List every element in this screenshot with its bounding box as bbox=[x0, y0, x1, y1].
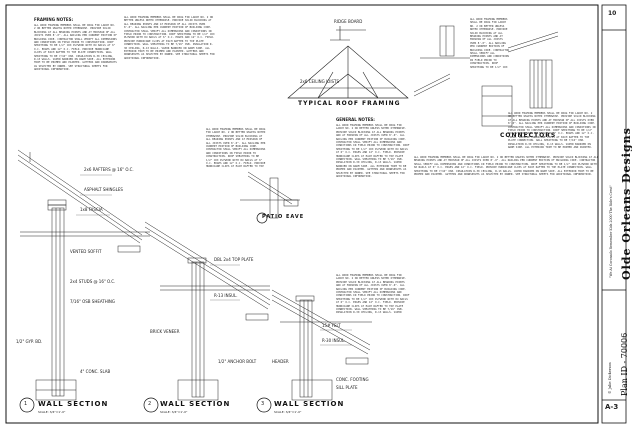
drawn-by: © Julie Dickerson bbox=[608, 362, 612, 394]
sheet-border bbox=[5, 4, 599, 424]
section-2-scale: SCALE: 3/4"=1'-0" bbox=[160, 410, 188, 414]
eave-notes: ALL WOOD FRAMING MEMBERS SHALL BE DOUG F… bbox=[470, 18, 510, 68]
callout-sheath: 7/16" OSB SHEATHING bbox=[70, 299, 116, 304]
section-2-number: 2 bbox=[148, 401, 152, 407]
section-3-scale: SCALE: 3/4"=1'-0" bbox=[274, 410, 302, 414]
plan-id: Plan ID - 70006 bbox=[620, 332, 629, 396]
section-1-number: 1 bbox=[24, 401, 28, 407]
roof-framing-title: TYPICAL ROOF FRAMING bbox=[298, 100, 401, 107]
callout-gyp: 1/2" GYP. BD. bbox=[16, 339, 43, 344]
wall-section-2 bbox=[144, 221, 271, 401]
eave-details bbox=[413, 25, 470, 97]
patio-eave-title: PATIO EAVE bbox=[262, 214, 305, 220]
framing-notes-column-3: ALL WOOD FRAMING MEMBERS SHALL BE DOUG F… bbox=[206, 128, 266, 168]
framing-notes-column-2: ALL WOOD FRAMING MEMBERS SHALL BE DOUG F… bbox=[124, 16, 215, 60]
callout-insul: R-13 INSUL. bbox=[214, 293, 238, 298]
firm-tagline: "We At Coronado Remember Kids 2000 The R… bbox=[609, 185, 613, 278]
callout-rafter: 2x6 RAFTERS @ 16" O.C. bbox=[84, 167, 134, 172]
connectors-notes: ALL WOOD FRAMING MEMBERS SHALL BE DOUG F… bbox=[508, 112, 596, 148]
wall-section-1 bbox=[17, 149, 150, 401]
general-notes-column-1: ALL WOOD FRAMING MEMBERS SHALL BE DOUG F… bbox=[336, 124, 410, 179]
section-1-scale: SCALE: 3/4"=1'-0" bbox=[38, 410, 66, 414]
wall-section-2-title: WALL SECTION bbox=[160, 400, 231, 408]
wall-section-3-title: WALL SECTION bbox=[274, 400, 345, 408]
callout-stud: 2x4 STUDS @ 16" O.C. bbox=[70, 279, 116, 284]
framing-notes-column-1: ALL WOOD FRAMING MEMBERS SHALL BE DOUG F… bbox=[34, 24, 117, 72]
sheet-number: A-3 bbox=[605, 403, 619, 411]
callout-anchor: 1/2" ANCHOR BOLT bbox=[218, 359, 257, 364]
title-block-frame bbox=[601, 4, 627, 424]
callout-brick: BRICK VENEER bbox=[150, 329, 180, 334]
page-number: 10 bbox=[608, 10, 617, 17]
callout-footing: CONC. FOOTING bbox=[336, 377, 369, 382]
callout-joist: 2x6 CEILING JOISTS bbox=[300, 79, 340, 84]
general-notes-column-2: ALL WOOD FRAMING MEMBERS SHALL BE DOUG F… bbox=[414, 156, 599, 177]
leader-lines bbox=[76, 174, 352, 346]
general-notes-heading: GENERAL NOTES: bbox=[336, 117, 375, 122]
patio-eave-detail bbox=[240, 171, 300, 219]
connectors-title: CONNECTORS bbox=[500, 132, 557, 139]
callout-sill: SILL PLATE bbox=[336, 385, 358, 390]
callout-shingle: ASPHALT SHINGLES bbox=[84, 187, 123, 192]
callout-soffit: VENTED SOFFIT bbox=[70, 249, 102, 254]
roof-truss bbox=[287, 26, 409, 99]
callout-slab: 4" CONC. SLAB bbox=[80, 369, 111, 374]
callout-fascia: 1x8 FASCIA bbox=[80, 207, 103, 212]
general-notes-column-1b: ALL WOOD FRAMING MEMBERS SHALL BE DOUG F… bbox=[336, 274, 410, 314]
wall-section-1-title: WALL SECTION bbox=[38, 400, 109, 408]
firm-name: Olde Orleans Designs bbox=[620, 127, 632, 280]
callout-plate: DBL 2x4 TOP PLATE bbox=[214, 257, 254, 262]
callout-ridge: RIDGE BOARD bbox=[334, 19, 363, 24]
framing-notes-heading: FRAMING NOTES: bbox=[34, 17, 74, 22]
callout-header: HEADER bbox=[272, 359, 289, 364]
callout-ceilinsul: R-30 INSUL. bbox=[322, 338, 346, 343]
section-3-number: 3 bbox=[261, 401, 265, 407]
callout-felt: 15# FELT bbox=[322, 323, 341, 328]
section-markers bbox=[19, 212, 272, 413]
connector-details bbox=[481, 31, 559, 127]
